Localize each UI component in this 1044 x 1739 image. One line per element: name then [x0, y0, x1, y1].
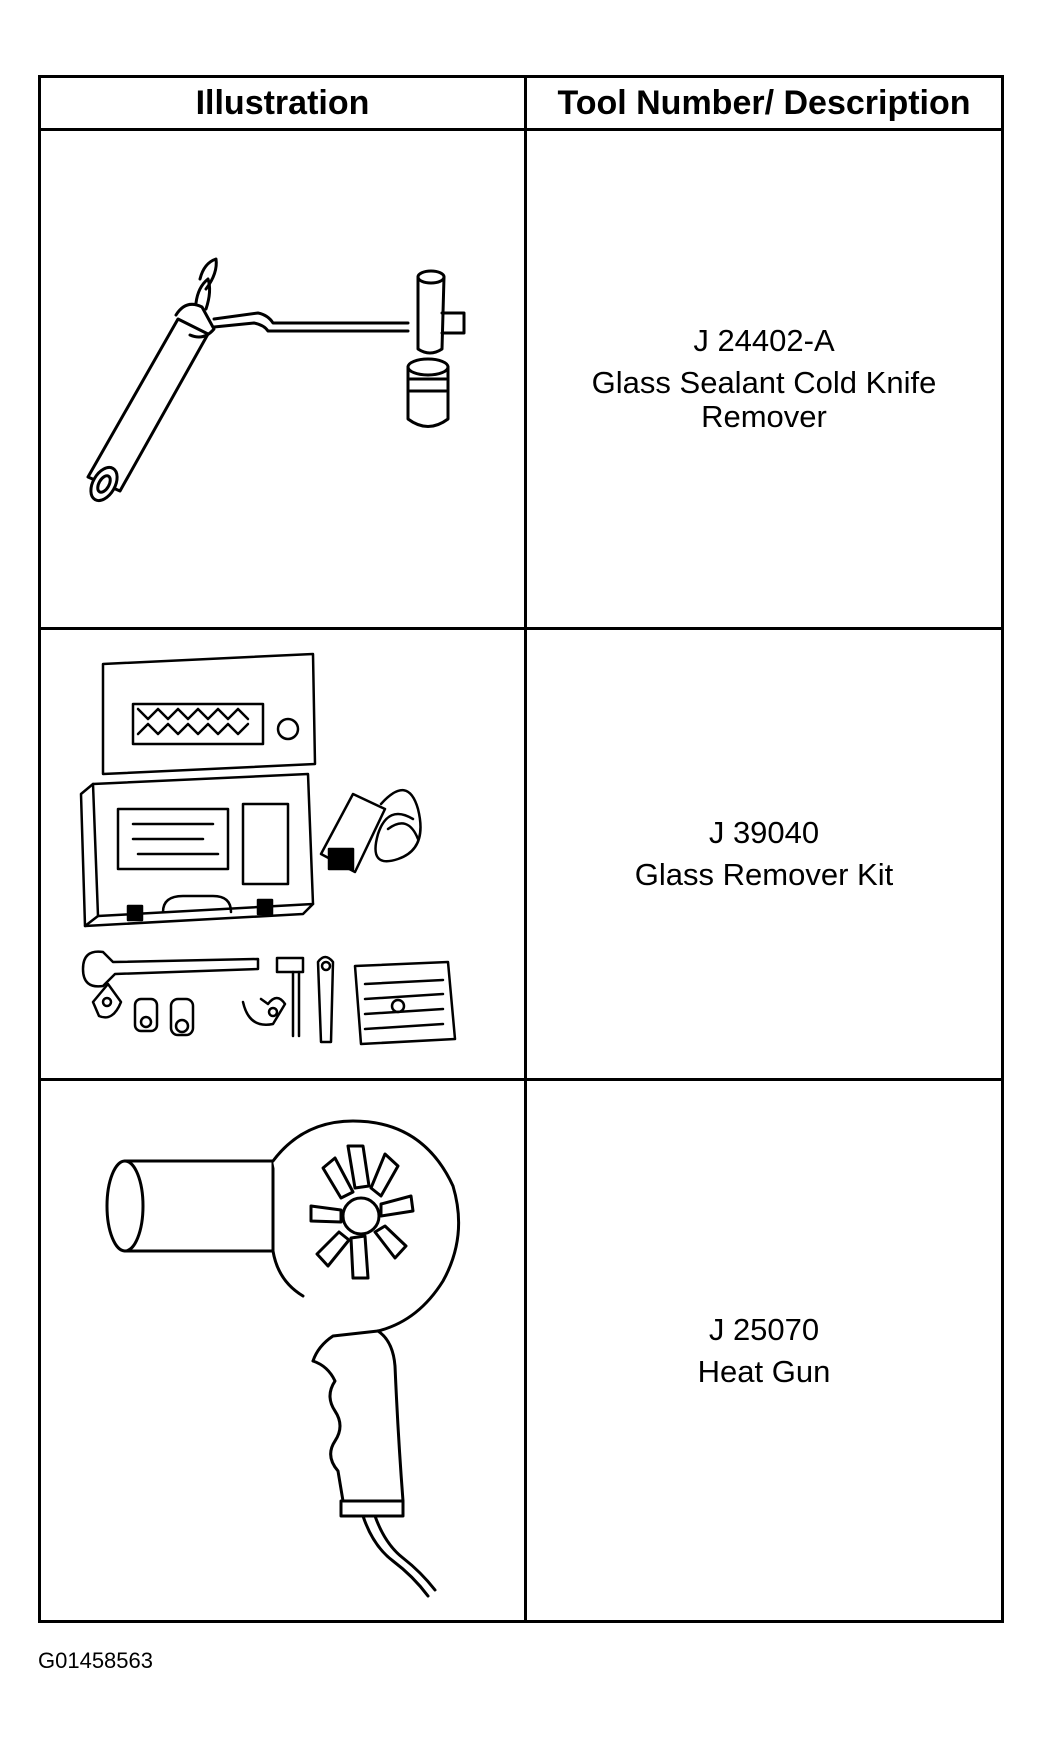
tool-number: J 24402-A — [693, 323, 835, 358]
figure-code: G01458563 — [38, 1648, 153, 1673]
table-row-1-illustration — [41, 131, 524, 627]
header-tool-description: Tool Number/ Description — [557, 83, 971, 122]
glass-remover-kit-icon — [79, 652, 456, 1046]
table-row-3-illustration — [41, 1081, 524, 1620]
tool-number: J 25070 — [708, 1311, 820, 1347]
tool-description: Heat Gun — [697, 1353, 831, 1389]
tool-description: Glass Sealant Cold Knife Remover — [591, 365, 937, 434]
header-illustration: Illustration — [195, 83, 370, 122]
table-row-2-illustration — [41, 630, 524, 1078]
table-row-1-description: J 24402-A Glass Sealant Cold Knife Remov… — [527, 131, 1001, 627]
row-divider — [41, 1078, 1001, 1081]
table-row-3-description: J 25070 Heat Gun — [527, 1081, 1001, 1620]
tool-number: J 39040 — [708, 815, 820, 850]
column-divider — [524, 78, 527, 1620]
header-divider — [41, 128, 1001, 131]
cold-knife-remover-icon — [86, 257, 465, 503]
table-row-2-description: J 39040 Glass Remover Kit — [527, 630, 1001, 1078]
tool-table: Illustration Tool Number/ Description — [38, 75, 1004, 1623]
heat-gun-icon — [105, 1119, 460, 1597]
row-divider — [41, 627, 1001, 630]
tool-description: Glass Remover Kit — [634, 857, 894, 892]
